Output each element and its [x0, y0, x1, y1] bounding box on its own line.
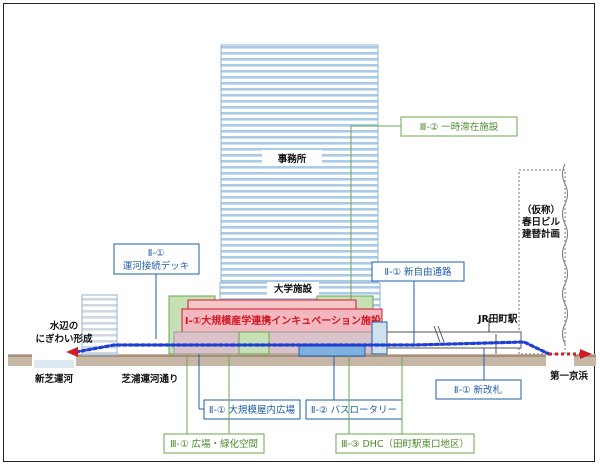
annex-building-outline [518, 169, 566, 355]
section-diagram: 事務所 大学施設 （仮称） 春日ビル 建替計画 Ⅰ-①大規模産学連携インキュベー… [8, 44, 596, 454]
waterfront-label-2: にぎわい形成 [35, 333, 93, 345]
callout-plaza-green [163, 433, 265, 454]
incubation-label: Ⅰ-①大規模産学連携インキュベーション施設 [185, 314, 382, 327]
indoor-plaza-label: Ⅱ-① 大規模屋内広場 [209, 404, 296, 416]
plaza-green-label: Ⅲ-① 広場・緑化空間 [170, 438, 258, 450]
annex-label-2: 春日ビル [521, 216, 561, 228]
office-label: 事務所 [278, 153, 307, 165]
callout-dhc [335, 433, 475, 454]
dhc-label: Ⅲ-③ DHC（田町駅東口地区） [341, 438, 469, 450]
university-label: 大学施設 [274, 283, 313, 295]
canal-deck-label-2: 運河接続デッキ [123, 260, 190, 272]
new-gate-label: Ⅱ-① 新改札 [454, 384, 503, 396]
callout-free-passage [371, 261, 465, 282]
diagram-frame: 事務所 大学施設 （仮称） 春日ビル 建替計画 Ⅰ-①大規模産学連携インキュベー… [3, 3, 596, 462]
callout-new-gate [435, 379, 522, 400]
shin-shibaura-canal-label: 新芝運河 [35, 373, 74, 385]
west-arrowhead [66, 347, 78, 357]
bus-rotary-label: Ⅱ-② バスロータリー [311, 405, 397, 416]
temporary-stay-label: Ⅲ-② 一時滞在施設 [420, 121, 499, 133]
jr-station-label: JR田町駅 [477, 314, 518, 325]
annex-label-3: 建替計画 [521, 228, 560, 240]
canal-deck-label-1: Ⅱ-① [148, 248, 165, 259]
shibaura-street-label: 芝浦運河通り [121, 373, 178, 385]
east-arrowhead [580, 349, 592, 359]
annex-label-1: （仮称） [522, 204, 560, 216]
daiichi-keihin-label: 第一京浜 [550, 370, 589, 382]
free-passage-label: Ⅱ-① 新自由通路 [384, 266, 452, 278]
callout-temporary-stay [400, 116, 518, 137]
pedestrian-network-path [74, 340, 551, 356]
waterfront-label-1: 水辺の [50, 320, 79, 332]
bus-rotary-zone [298, 345, 366, 357]
callout-canal-deck [113, 243, 200, 275]
